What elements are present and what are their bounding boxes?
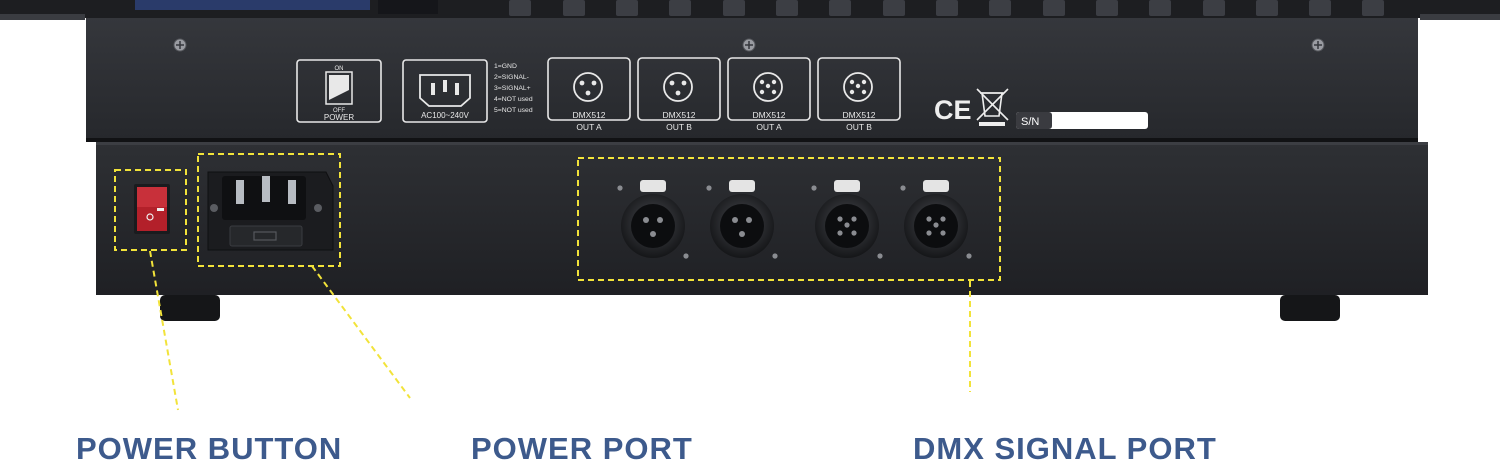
lower-body bbox=[96, 142, 1428, 321]
serial-number-plate: S/N bbox=[1016, 112, 1148, 129]
pin-legend: 1=GND 2=SIGNAL- 3=SIGNAL+ 4=NOT used 5=N… bbox=[494, 63, 533, 114]
callout-box-power-button bbox=[114, 169, 187, 251]
dmx-port-line1: DMX512 bbox=[572, 110, 605, 120]
rubber-foot bbox=[1280, 295, 1340, 321]
switch-on-label: ON bbox=[335, 66, 344, 72]
dmx-port-line1: DMX512 bbox=[752, 110, 785, 120]
dmx-port-line2: OUT A bbox=[576, 122, 602, 132]
weee-bin-icon bbox=[976, 88, 1009, 126]
callout-power-port: POWER PORT bbox=[471, 431, 693, 466]
callout-power-button: POWER BUTTON bbox=[76, 431, 343, 466]
printed-dmx-ports: DMX512 OUT A DMX512 OUT B DMX512 OUT A bbox=[547, 57, 901, 132]
callout-dmx-signal-port: DMX SIGNAL PORT bbox=[913, 431, 1217, 466]
dmx-port-line2: OUT B bbox=[666, 122, 692, 132]
dmx-port-line2: OUT B bbox=[846, 122, 872, 132]
printed-dmx-port: DMX512 OUT A bbox=[547, 57, 631, 132]
pin-legend-line: 3=SIGNAL+ bbox=[494, 85, 531, 92]
printed-power-switch: ON OFF POWER bbox=[296, 59, 382, 123]
rubber-foot bbox=[160, 295, 220, 321]
upper-back-panel: ON OFF POWER AC100~240V 1=GND 2=SIGNAL- … bbox=[86, 18, 1418, 142]
switch-caption: POWER bbox=[324, 113, 354, 122]
leader-line-power-port bbox=[311, 265, 411, 399]
callout-overlays bbox=[114, 153, 1001, 411]
pin-legend-line: 2=SIGNAL- bbox=[494, 74, 529, 81]
dmx-xlr-connector bbox=[706, 180, 778, 259]
printed-ac-inlet: AC100~240V bbox=[402, 59, 488, 123]
callout-box-power-port bbox=[197, 153, 341, 267]
leader-line-power-button bbox=[149, 250, 179, 411]
ce-mark: CE bbox=[934, 95, 972, 125]
callout-box-dmx-port bbox=[577, 157, 1001, 281]
printed-dmx-port: DMX512 OUT B bbox=[817, 57, 901, 132]
pin-legend-line: 5=NOT used bbox=[494, 107, 533, 114]
ac-inlet-caption: AC100~240V bbox=[421, 111, 469, 120]
serial-label: S/N bbox=[1021, 116, 1039, 128]
screw-icon bbox=[173, 38, 1325, 52]
dmx-port-line1: DMX512 bbox=[842, 110, 875, 120]
dmx-port-line2: OUT A bbox=[756, 122, 782, 132]
dmx-xlr-connector bbox=[617, 180, 689, 259]
printed-dmx-port: DMX512 OUT A bbox=[727, 57, 811, 132]
pin-legend-line: 4=NOT used bbox=[494, 96, 533, 103]
power-inlet bbox=[207, 171, 334, 251]
dmx-xlr-connector bbox=[811, 180, 883, 259]
printed-dmx-port: DMX512 OUT B bbox=[637, 57, 721, 132]
top-fader-row bbox=[0, 0, 1500, 20]
pin-legend-line: 1=GND bbox=[494, 63, 517, 70]
dmx-xlr-connector bbox=[900, 180, 972, 259]
switch-off-label: OFF bbox=[333, 108, 345, 114]
dmx-port-line1: DMX512 bbox=[662, 110, 695, 120]
power-rocker-switch bbox=[134, 184, 170, 234]
